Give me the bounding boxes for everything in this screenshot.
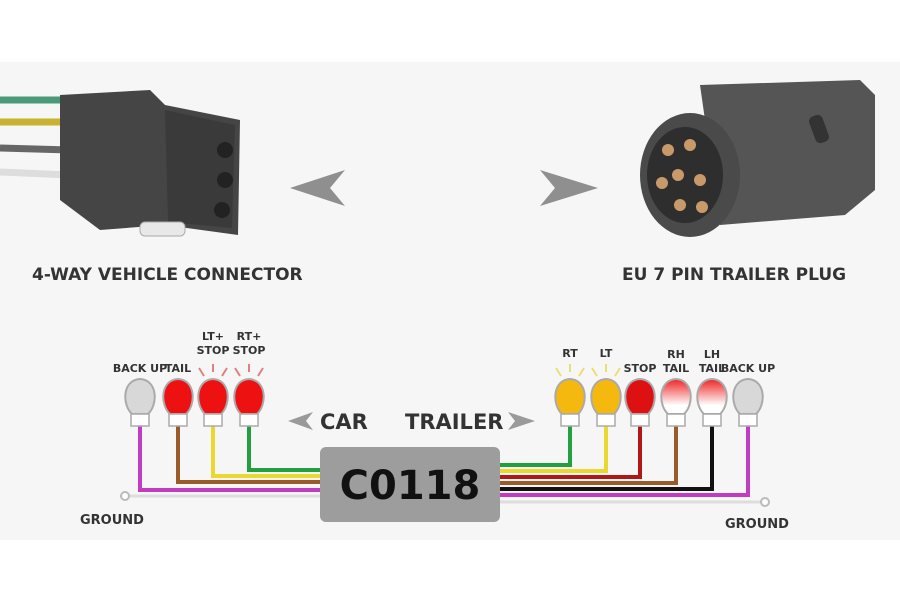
module-code: C0118 <box>340 463 481 509</box>
bulb-glass-icon <box>554 377 586 415</box>
bulb-trailer-side-2: STOP <box>624 362 657 427</box>
bulb-label-line2: TAIL <box>663 362 689 375</box>
bulb-glass-icon <box>590 377 622 415</box>
eu-7-pin-plug-image <box>640 80 875 237</box>
bulb-glass-icon <box>732 377 764 415</box>
bulb-glass-icon <box>124 377 156 415</box>
bulb-base-icon <box>702 413 722 427</box>
bulb-base-icon <box>630 413 650 427</box>
bulb-label-line1: RH <box>667 348 685 361</box>
bulb-label: TAIL <box>165 362 191 375</box>
trailer-arrow-icon <box>508 412 535 430</box>
right-arrow-icon <box>540 170 598 206</box>
light-rays-icon <box>555 364 585 377</box>
bulb-base-icon <box>203 413 223 427</box>
bulb-label: BACK UP <box>113 362 167 375</box>
trailer-ground-label: GROUND <box>725 517 789 532</box>
bulb-label-line1: LH <box>704 348 720 361</box>
bulb-label: RT <box>562 347 578 360</box>
left-arrow-icon <box>290 170 345 206</box>
bulb-trailer-side-1: LT <box>590 347 622 427</box>
eu-plug-label: EU 7 PIN TRAILER PLUG <box>622 265 846 285</box>
bulb-label-line2: TAIL <box>699 362 725 375</box>
trailer-label: TRAILER <box>405 410 503 434</box>
module-box <box>320 447 500 522</box>
light-rays-icon <box>198 364 228 377</box>
bulb-glass-icon <box>197 377 229 415</box>
light-rays-icon <box>591 364 621 377</box>
bulb-label-line1: RT+ <box>237 330 262 343</box>
bulb-glass-icon <box>233 377 265 415</box>
bulb-label: BACK UP <box>721 362 775 375</box>
bulb-car-side-2: LT+STOP <box>197 330 230 427</box>
bulb-trailer-side-0: RT <box>554 347 586 427</box>
car-ground-terminal-icon <box>120 491 130 501</box>
bulb-label-line2: STOP <box>197 344 230 357</box>
bulb-glass-icon <box>696 377 728 415</box>
bulb-base-icon <box>560 413 580 427</box>
bulb-label-line2: STOP <box>233 344 266 357</box>
bulb-base-icon <box>666 413 686 427</box>
bulb-label-line1: LT+ <box>202 330 224 343</box>
bulb-base-icon <box>596 413 616 427</box>
bulb-base-icon <box>239 413 259 427</box>
bulb-base-icon <box>130 413 150 427</box>
trailer-wires <box>498 425 762 504</box>
light-rays-icon <box>234 364 264 377</box>
trailer-ground-terminal-icon <box>760 497 770 507</box>
four-way-connector-label: 4-WAY VEHICLE CONNECTOR <box>32 265 303 285</box>
bulb-trailer-side-5: BACK UP <box>721 362 775 427</box>
car-label: CAR <box>320 410 368 434</box>
bulb-car-side-3: RT+STOP <box>233 330 266 427</box>
bulb-glass-icon <box>660 377 692 415</box>
bulb-car-side-1: TAIL <box>162 362 194 427</box>
bulb-label: STOP <box>624 362 657 375</box>
car-ground-label: GROUND <box>80 513 144 528</box>
bulb-base-icon <box>168 413 188 427</box>
bulb-base-icon <box>738 413 758 427</box>
bulb-glass-icon <box>162 377 194 415</box>
four-way-connector-image <box>0 90 240 237</box>
bulb-car-side-0: BACK UP <box>113 362 167 427</box>
car-arrow-icon <box>288 412 313 430</box>
bulb-glass-icon <box>624 377 656 415</box>
car-wires <box>128 425 322 498</box>
bulb-label: LT <box>600 347 613 360</box>
